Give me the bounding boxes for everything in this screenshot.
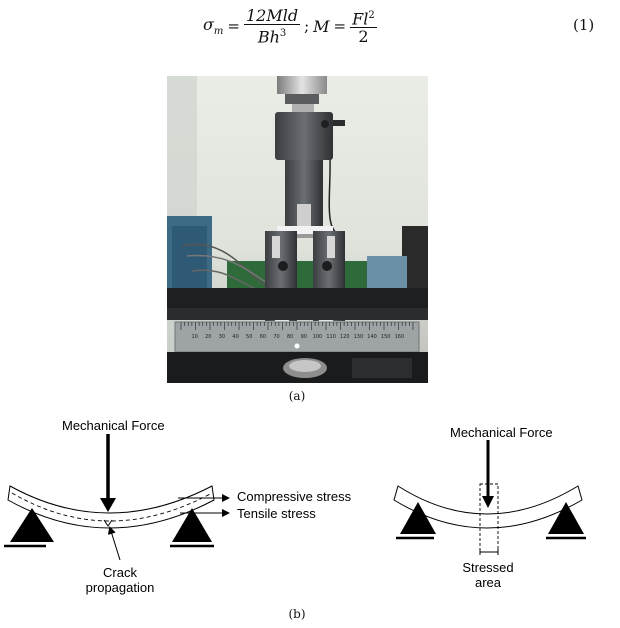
right-force-label: Mechanical Force <box>450 425 553 440</box>
ruler-label: 90 <box>301 334 307 340</box>
stressed-label-line2: area <box>474 575 502 590</box>
left-beam <box>7 485 215 529</box>
bending-diagrams <box>4 434 586 561</box>
ruler-label: 10 <box>191 334 197 340</box>
crack-label-line1: Crack <box>103 565 137 580</box>
ruler-label: 130 <box>354 334 364 340</box>
figure-b-caption: (b) <box>288 607 306 621</box>
equation-sigma: σm <box>203 14 224 38</box>
left-support-left <box>10 508 54 542</box>
ruler-label: 20 <box>205 334 211 340</box>
equation-equals: = <box>227 17 240 35</box>
ruler-label: 30 <box>219 334 225 340</box>
ruler-label: 60 <box>260 334 266 340</box>
ruler-label: 40 <box>232 334 238 340</box>
equation-equals-2: = <box>333 17 347 35</box>
crack-mark <box>103 519 113 527</box>
equation-number: (1) <box>573 16 595 34</box>
equation-separator: ; <box>304 17 310 35</box>
stressed-area-label: Stressed area <box>455 560 521 590</box>
equation: σm = 12Mld Bh3 ; M = Fl2 2 <box>203 6 377 46</box>
left-bending-diagram <box>4 434 230 561</box>
equation-M: M <box>313 16 330 36</box>
right-beam <box>393 485 583 529</box>
ruler-label: 160 <box>395 334 405 340</box>
tensile-stress-label: Tensile stress <box>237 506 316 521</box>
ruler-label: 150 <box>381 334 391 340</box>
ruler-label: 70 <box>273 334 279 340</box>
stressed-label-line1: Stressed <box>462 560 514 575</box>
left-support-right <box>172 508 212 542</box>
right-support-right <box>548 502 584 534</box>
ruler-label: 100 <box>313 334 323 340</box>
ruler-ticks <box>180 322 414 330</box>
equation-fraction-2: Fl2 2 <box>350 7 377 45</box>
ruler-label: 140 <box>367 334 377 340</box>
equation-fraction-1: 12Mld Bh3 <box>243 5 301 47</box>
ruler-label: 50 <box>246 334 252 340</box>
figure-a-caption: (a) <box>288 389 306 403</box>
ruler-label: 120 <box>340 334 350 340</box>
right-support-left <box>400 502 436 534</box>
left-force-label: Mechanical Force <box>62 418 165 433</box>
crack-label-line2: propagation <box>85 580 155 595</box>
ruler-label: 80 <box>287 334 293 340</box>
right-bending-diagram <box>393 440 586 555</box>
compressive-stress-label: Compressive stress <box>237 489 352 504</box>
ruler-label: 110 <box>326 334 336 340</box>
crack-label: Crack propagation <box>80 565 160 595</box>
